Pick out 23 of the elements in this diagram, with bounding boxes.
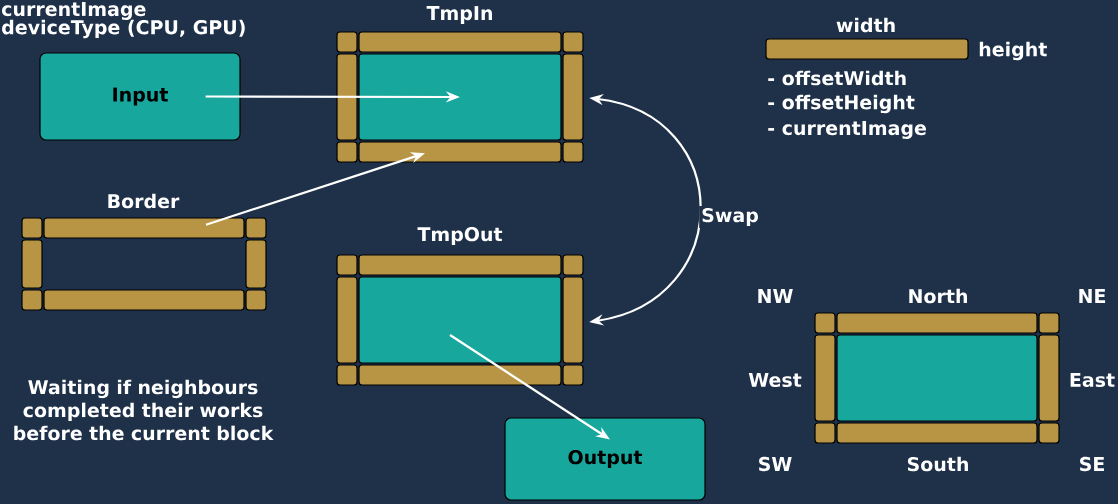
direction-label: SE: [1080, 456, 1104, 472]
direction-label: South: [907, 456, 968, 472]
bar-symbol: [765, 38, 969, 60]
direction-label: North: [909, 288, 967, 304]
block-title: TmpOut: [417, 227, 503, 246]
parameter-text: currentImage: [2, 2, 146, 20]
bordered-block: [814, 312, 1060, 444]
dimension-label: height: [979, 41, 1047, 61]
process-box: Output: [504, 417, 706, 501]
direction-label: NW: [758, 289, 793, 303]
dimension-label: width: [836, 17, 895, 33]
edge-label: Swap: [699, 206, 761, 229]
block-title: TmpIn: [426, 6, 492, 24]
parameter-text: - offsetWidth: [768, 70, 906, 86]
process-box: Input: [39, 52, 241, 141]
block-caption: Waiting if neighbours completed their works before the current block: [14, 379, 274, 441]
parameter-text: - offsetHeight: [768, 94, 915, 114]
direction-label: SW: [759, 456, 792, 472]
direction-label: West: [748, 372, 802, 388]
parameter-text: - currentImage: [768, 121, 926, 139]
direction-label: NE: [1079, 289, 1106, 303]
direction-label: East: [1070, 372, 1115, 388]
block-title: Border: [108, 193, 180, 209]
